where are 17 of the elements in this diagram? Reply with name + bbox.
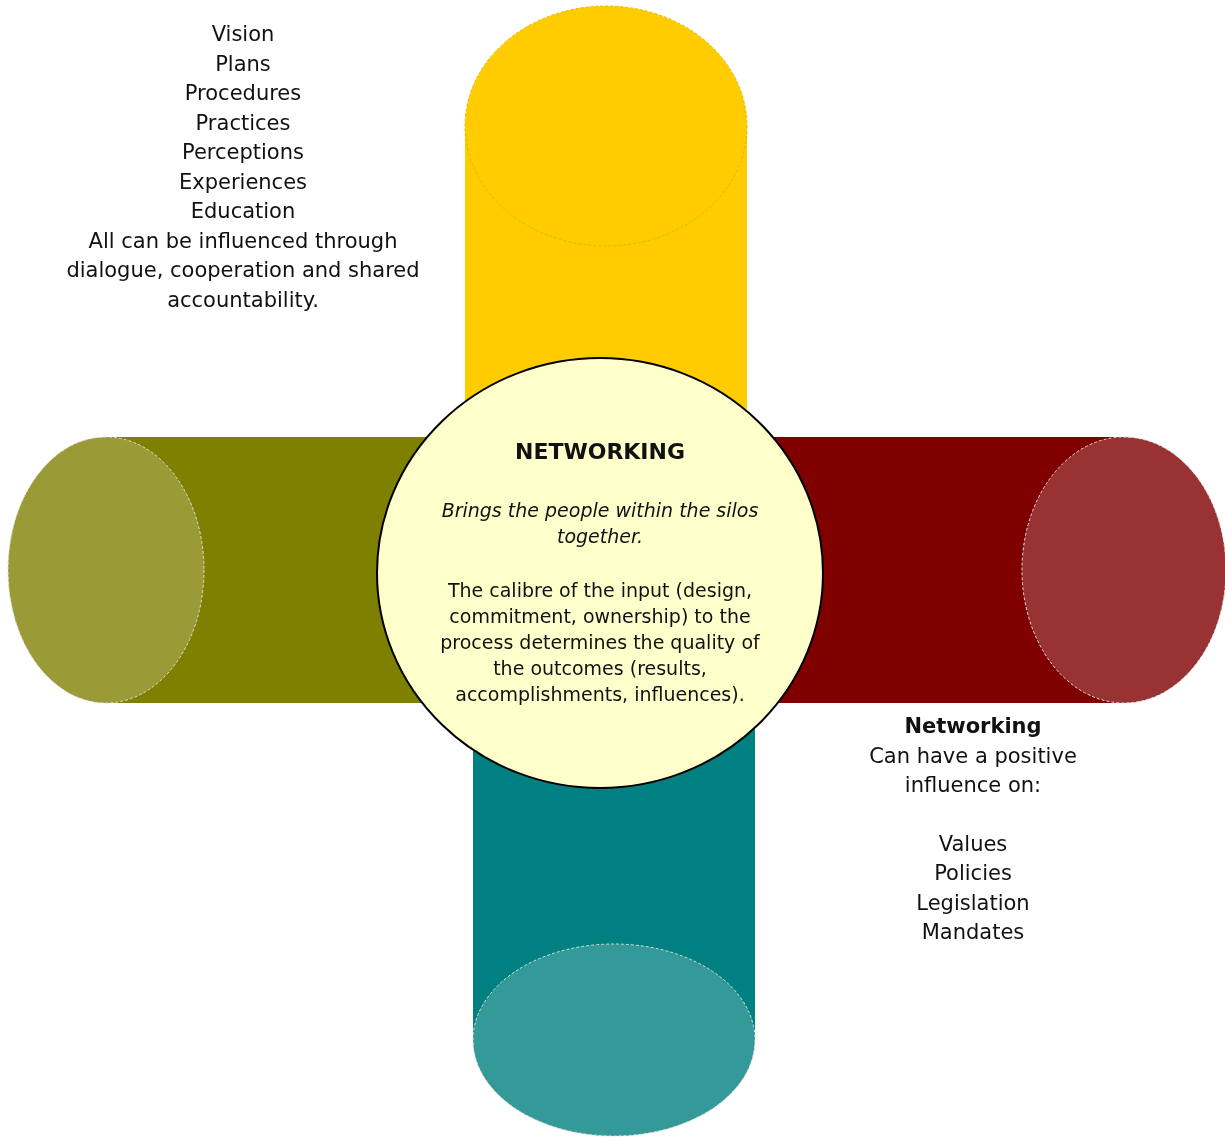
circle-heading: NETWORKING	[513, 439, 687, 465]
list-item: Values	[937, 830, 1009, 858]
list-item: Practices	[194, 109, 292, 137]
list-item: Perceptions	[181, 139, 305, 166]
list-item: Plans	[214, 50, 272, 78]
description: The calibre of the input (design, commitment, ownership) to the process determines the quality of the outcomes (results, accomplishments, influences).	[439, 578, 761, 707]
list-item: Policies	[933, 860, 1013, 887]
tagline: Brings the people within the silos together.	[440, 498, 760, 549]
list-item: Experiences	[177, 168, 309, 196]
note-text: Can have a positive influence on:	[868, 742, 1078, 799]
note-text: All can be influenced through dialogue, cooperation and shared accountability.	[65, 227, 421, 314]
list-item: Education	[189, 198, 297, 225]
heading: Networking	[903, 713, 1043, 740]
list-item: Legislation	[915, 889, 1031, 917]
list-item: Mandates	[920, 919, 1026, 946]
list-item: Vision	[210, 21, 276, 48]
list-item: Procedures	[183, 80, 303, 107]
